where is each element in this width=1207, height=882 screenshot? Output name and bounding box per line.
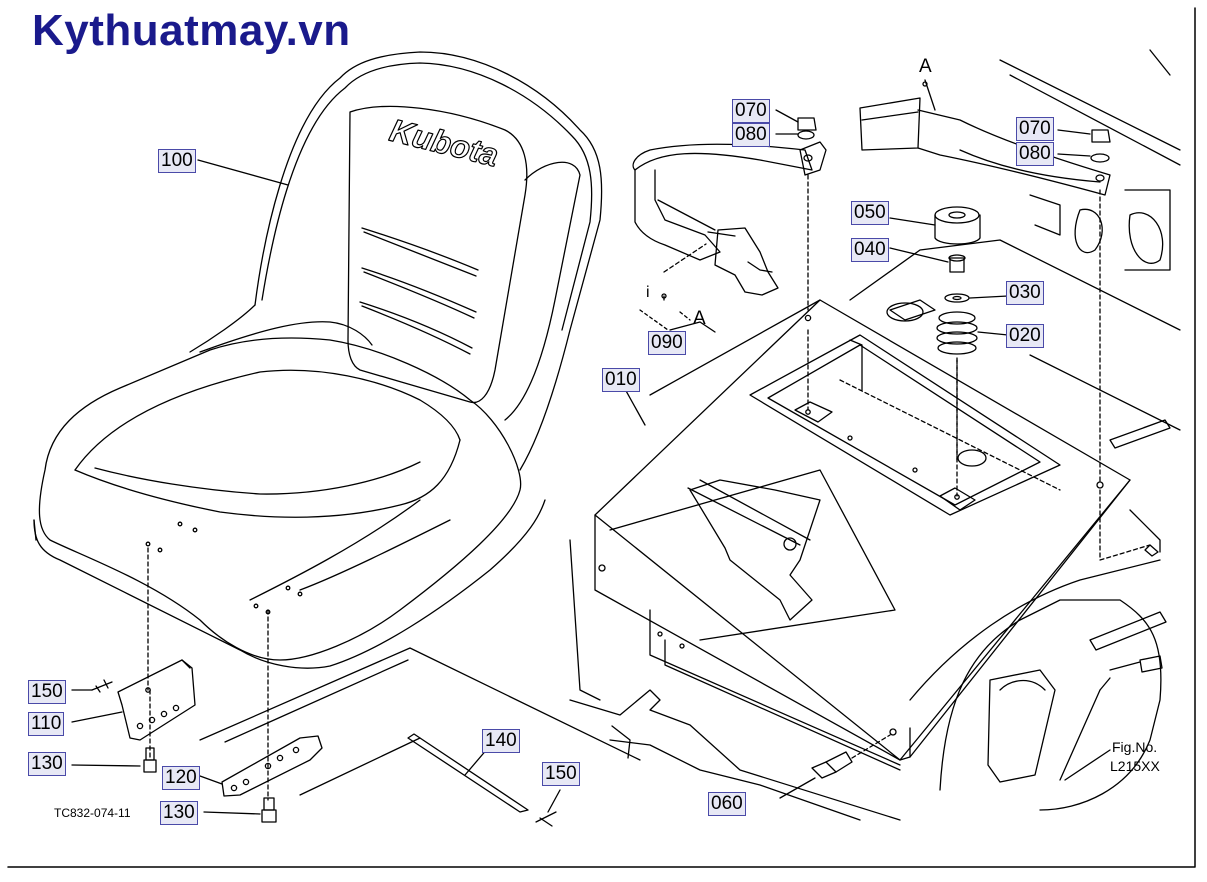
part-callout-120[interactable]: 120 [162, 766, 200, 790]
part-callout-060[interactable]: 060 [708, 792, 746, 816]
part-callout-070-right[interactable]: 070 [1016, 117, 1054, 141]
bracket-110 [71, 659, 196, 741]
seat-brand-text: Kubota [386, 112, 502, 174]
seat-base-010 [594, 299, 1131, 761]
frame-border [7, 7, 1196, 868]
part-callout-080-right[interactable]: 080 [1016, 142, 1054, 166]
spring-stack [889, 206, 1009, 461]
part-callout-130-left[interactable]: 130 [28, 752, 66, 776]
part-callout-070-left[interactable]: 070 [732, 99, 770, 123]
reference-letter-i: i [646, 284, 650, 301]
part-callout-040[interactable]: 040 [851, 238, 889, 262]
part-callout-130-right[interactable]: 130 [160, 801, 198, 825]
part-callout-020[interactable]: 020 [1006, 324, 1044, 348]
part-callout-100[interactable]: 100 [158, 149, 196, 173]
drawing-code: TC832-074-11 [54, 806, 131, 820]
seat-assembly: Kubota [33, 51, 603, 669]
part-callout-110[interactable]: 110 [28, 712, 65, 736]
part-callout-050[interactable]: 050 [851, 201, 889, 225]
figure-number-label: Fig.No. [1112, 739, 1158, 755]
bolt-130-right [203, 797, 277, 823]
site-watermark: Kythuatmay.vn [32, 6, 351, 55]
part-callout-140[interactable]: 140 [482, 729, 520, 753]
part-callout-150-left[interactable]: 150 [28, 680, 66, 704]
reference-letter-a-bottom: A [693, 308, 706, 329]
figure-number-value: L215XX [1110, 758, 1160, 774]
part-callout-090[interactable]: 090 [648, 331, 686, 355]
seat-belt-right [859, 79, 1111, 483]
part-callout-030[interactable]: 030 [1006, 281, 1044, 305]
seat-belt-left [632, 117, 827, 333]
bolt-130-left [71, 747, 157, 773]
part-callout-150-right[interactable]: 150 [542, 762, 580, 786]
reference-letter-a-top: A [919, 56, 932, 77]
part-callout-080-left[interactable]: 080 [732, 123, 770, 147]
bracket-120 [199, 735, 323, 797]
part-callout-010[interactable]: 010 [602, 368, 640, 392]
bolt-060 [779, 734, 891, 799]
lever [687, 479, 821, 621]
